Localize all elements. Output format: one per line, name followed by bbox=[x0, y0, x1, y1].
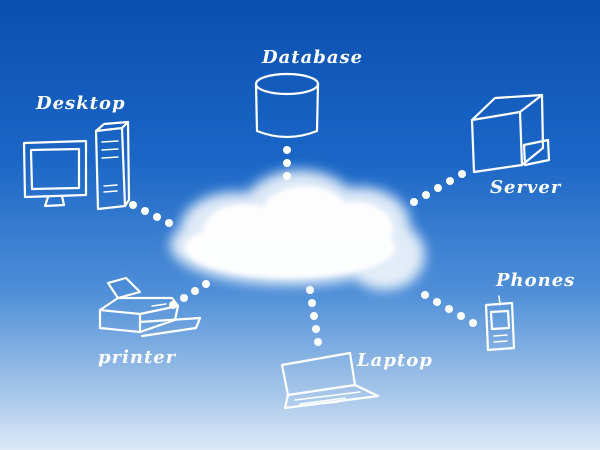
printer-icon bbox=[98, 276, 202, 338]
connector-desktop bbox=[129, 201, 173, 227]
laptop-icon bbox=[280, 351, 380, 410]
database-icon bbox=[254, 72, 320, 139]
mobile-phone-icon bbox=[484, 295, 516, 352]
server-icon bbox=[470, 93, 551, 174]
connector-printer bbox=[169, 280, 210, 309]
node-label-printer: printer bbox=[98, 347, 177, 368]
connector-database bbox=[283, 146, 291, 180]
desktop-computer-icon bbox=[22, 120, 131, 211]
cloud-hub bbox=[170, 170, 425, 290]
node-label-server: Server bbox=[490, 177, 562, 198]
node-label-database: Database bbox=[262, 47, 364, 68]
connector-server bbox=[410, 170, 466, 206]
connector-laptop bbox=[306, 286, 322, 346]
node-label-phones: Phones bbox=[496, 270, 576, 291]
node-label-laptop: Laptop bbox=[357, 350, 433, 371]
connector-phones bbox=[421, 291, 477, 327]
node-label-desktop: Desktop bbox=[36, 93, 126, 114]
